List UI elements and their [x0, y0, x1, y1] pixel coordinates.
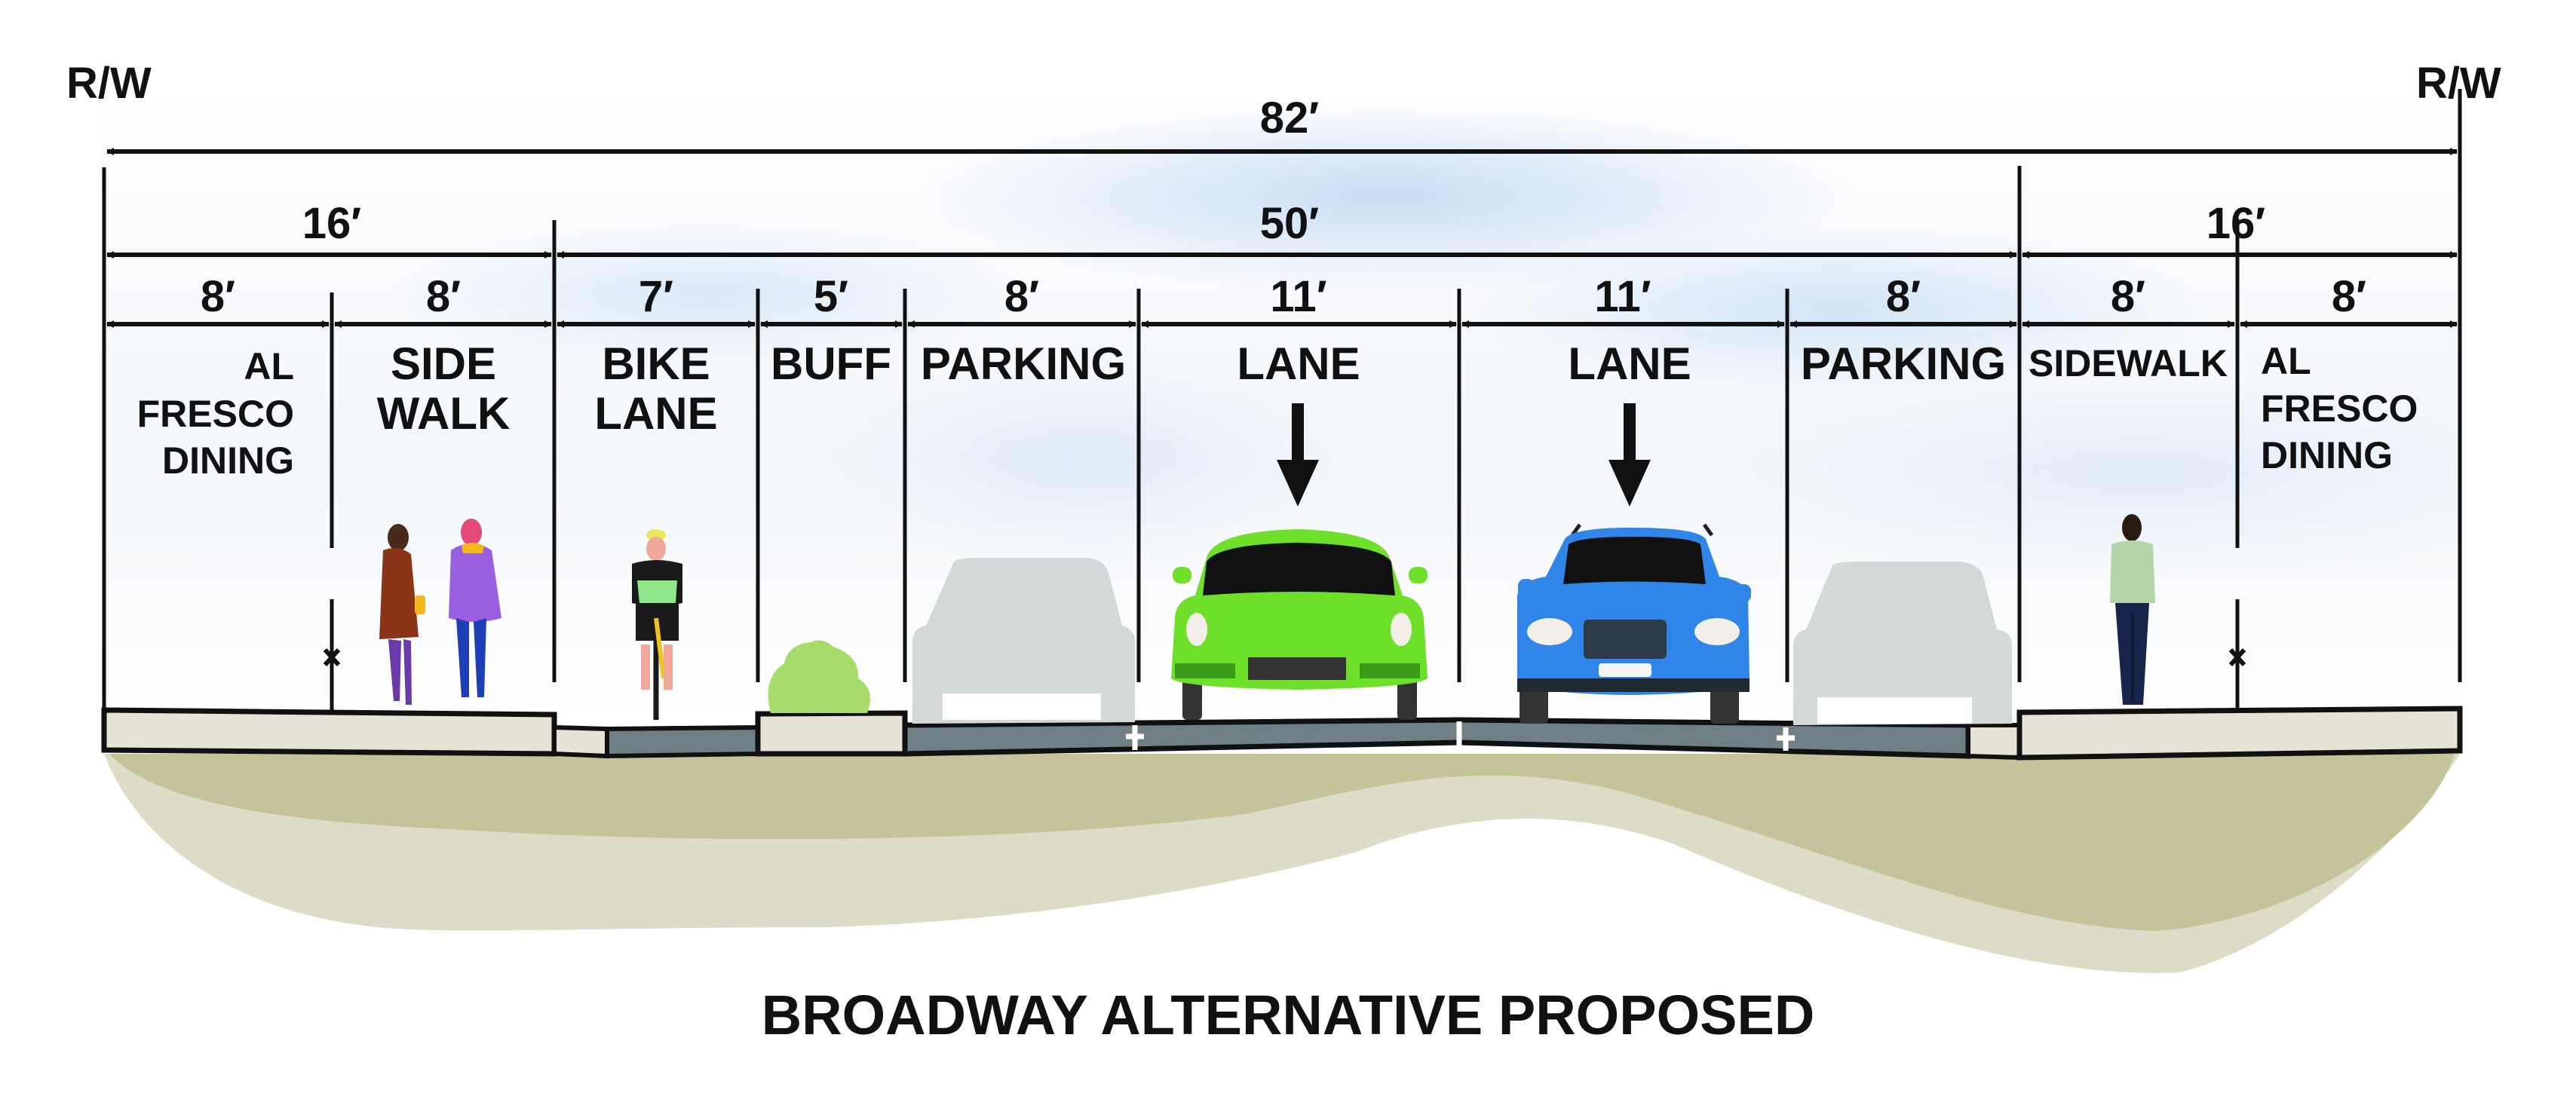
dimension-lines [106, 148, 2458, 328]
blue-suv-icon [1517, 523, 1751, 724]
segment-width-parking-left: 8′ [1004, 272, 1040, 321]
lane-1-direction-arrow-icon [1277, 403, 1319, 507]
lane-2-direction-arrow-icon [1608, 403, 1651, 507]
curb-to-curb-width-label: 50′ [1259, 199, 1320, 248]
parked-car-right-icon [1793, 562, 2012, 725]
couple-walking-icon [379, 519, 501, 705]
pedestrian-man-icon [2110, 514, 2155, 705]
total-width-label: 82′ [1259, 93, 1320, 142]
segment-width-al-fresco-right: 8′ [2331, 272, 2367, 321]
segment-width-buffer: 5′ [813, 272, 849, 321]
segment-label-parking-left: PARKING [920, 338, 1127, 389]
segment-label-bike-lane: BIKE LANE [594, 338, 718, 439]
segment-width-al-fresco-left: 8′ [200, 272, 236, 321]
right-sidewalk-slab [2016, 706, 2463, 761]
right-gutter [1966, 723, 2022, 761]
green-car-icon [1171, 529, 1428, 720]
right-of-way-right-label: R/W [2416, 59, 2501, 108]
segment-label-al-fresco-left: AL FRESCO DINING [136, 345, 294, 482]
segment-width-sidewalk-right: 8′ [2110, 272, 2146, 321]
parked-car-left-icon [912, 558, 1135, 724]
segment-width-sidewalk-left: 8′ [425, 272, 462, 321]
segment-width-lane-2: 11′ [1594, 272, 1651, 321]
segment-width-bike-lane: 7′ [638, 272, 674, 321]
left-sidewalk-slab [101, 707, 557, 757]
segment-label-buffer: BUFF [771, 338, 891, 389]
segment-label-parking-right: PARKING [1800, 338, 2007, 389]
property-line-marker-icon [323, 648, 2246, 667]
roadway-pavement [902, 717, 1971, 759]
segment-label-sidewalk-left: SIDE WALK [376, 338, 511, 439]
buffer-curb [755, 710, 908, 757]
right-of-way-left-label: R/W [66, 59, 152, 108]
segment-label-lane-2: LANE [1568, 338, 1691, 389]
cyclist-icon [632, 529, 682, 720]
segment-label-al-fresco-right: AL FRESCO DINING [2261, 340, 2418, 476]
bike-lane-pavement [605, 724, 760, 759]
diagram-title: BROADWAY ALTERNATIVE PROPOSED [761, 984, 1815, 1046]
shrub-icon [768, 640, 870, 713]
segment-width-lane-1: 11′ [1270, 272, 1327, 321]
left-zone-width-label: 16′ [302, 199, 362, 248]
segment-width-parking-right: 8′ [1885, 272, 1921, 321]
segment-label-sidewalk-right: SIDEWALK [2029, 342, 2228, 384]
segment-boundaries [102, 89, 2462, 712]
segment-label-lane-1: LANE [1237, 338, 1360, 389]
left-gutter [552, 724, 609, 759]
ground-soil [104, 754, 2460, 973]
right-zone-width-label: 16′ [2206, 199, 2266, 248]
